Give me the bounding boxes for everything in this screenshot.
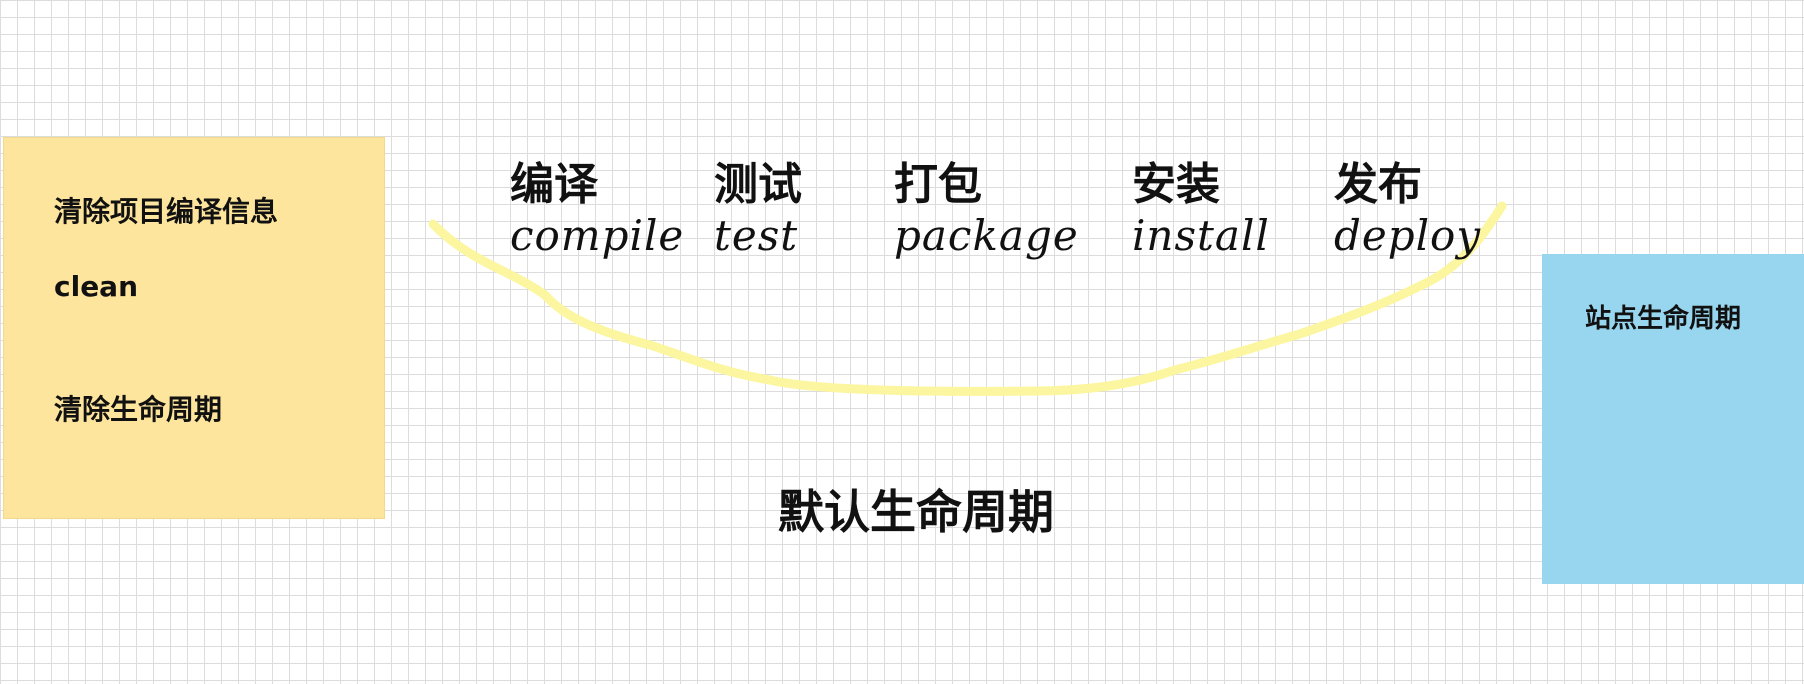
phase-compile[interactable]: 编译 compile [510,158,684,260]
phase-package-en: package [894,211,1079,260]
phase-deploy-en: deploy [1334,211,1482,260]
clean-note-cycle: 清除生命周期 [54,393,223,426]
phase-package[interactable]: 打包 package [894,158,1079,260]
phase-install[interactable]: 安装 install [1132,158,1270,260]
phase-compile-en: compile [510,211,685,260]
phase-test-cn: 测试 [714,159,802,210]
phase-compile-cn: 编译 [510,159,598,210]
site-note-title: 站点生命周期 [1585,304,1742,334]
phase-install-cn: 安装 [1132,159,1220,210]
default-lifecycle-label[interactable]: 默认生命周期 [778,485,1054,539]
phase-deploy-cn: 发布 [1334,159,1422,210]
phase-test[interactable]: 测试 test [714,158,802,260]
site-lifecycle-note[interactable] [1542,254,1804,584]
phase-test-en: test [714,211,799,260]
phase-package-cn: 打包 [894,159,982,210]
phase-deploy[interactable]: 发布 deploy [1334,158,1481,260]
clean-note-command: clean [54,270,139,303]
phase-install-en: install [1132,211,1270,260]
clean-lifecycle-note[interactable] [4,138,384,518]
clean-note-title: 清除项目编译信息 [54,195,279,228]
